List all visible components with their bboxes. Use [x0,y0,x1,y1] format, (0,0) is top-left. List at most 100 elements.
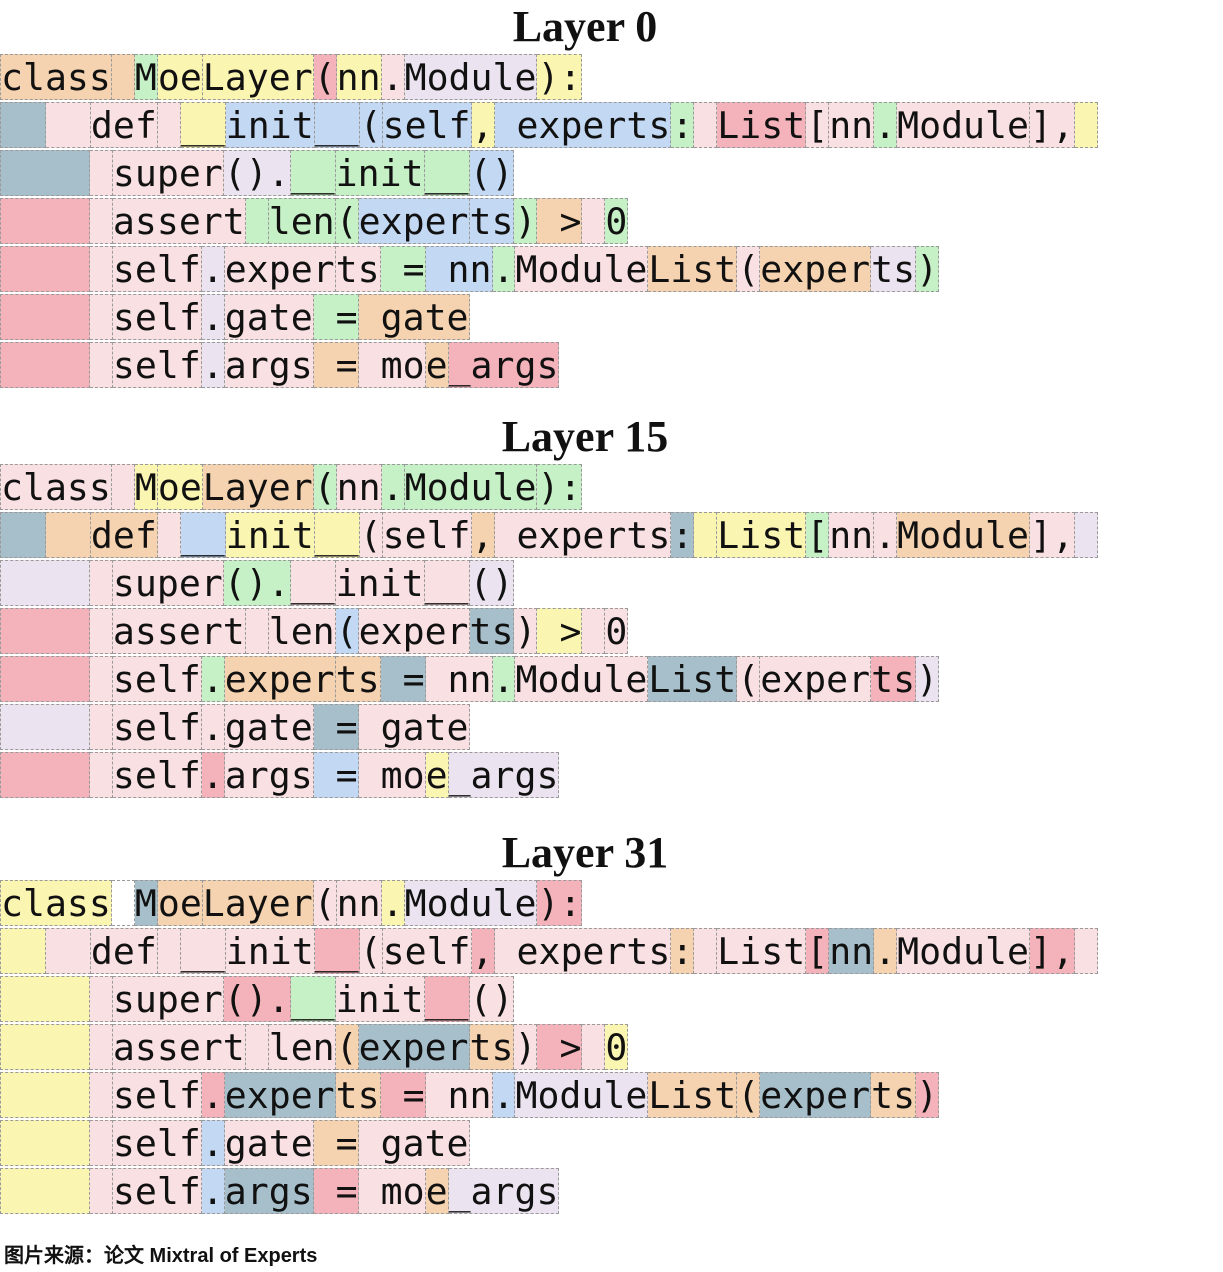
code-token: exper [224,246,336,292]
code-token: = [313,704,359,750]
code-token [45,102,91,148]
figure-caption: 图片来源：论文 Mixtral of Experts [4,1245,318,1267]
code-token: ts [335,656,381,702]
code-token: , [471,512,495,558]
code-token: Module [404,464,538,510]
code-token [1074,928,1098,974]
code-token: 0 [605,1024,629,1070]
code-token: ], [1029,512,1075,558]
code-token: init [225,512,315,558]
code-token: = [380,1072,426,1118]
code-token: , [471,102,495,148]
code-token [111,54,135,100]
code-token: . [201,1072,225,1118]
code-token [1074,102,1098,148]
layer-title: Layer 0 [512,2,658,51]
code-token: = [313,1120,359,1166]
code-token: Module [515,246,649,292]
code-token: __ [180,928,226,974]
code-token: __ [180,102,226,148]
code-token: Module [897,512,1030,558]
code-token: exper [224,656,336,702]
code-token: . [381,464,405,510]
code-token: ts [871,656,917,702]
code-token: nn [829,102,875,148]
code-token: . [201,752,225,798]
code-token: self [382,928,472,974]
code-token: len [268,198,336,244]
code-token: Module [897,928,1030,974]
code-token: args [224,752,314,798]
code-line: super().__init__() [0,150,515,196]
code-token [89,752,113,798]
code-token: . [201,1168,225,1214]
code-token: . [201,656,225,702]
code-token [89,1072,113,1118]
code-token [89,656,113,702]
code-token [89,198,113,244]
code-token: __ [424,560,470,606]
code-token: oe [157,880,203,926]
code-token: . [201,342,225,388]
code-token: (). [223,150,291,196]
layer-title: Layer 31 [501,828,669,877]
code-token: ts [469,198,515,244]
code-token: () [469,976,515,1022]
code-token: exper [358,608,470,654]
code-token: Module [404,54,538,100]
code-token: = [380,246,426,292]
code-token: super [112,150,224,196]
code-token: self [112,246,202,292]
code-token: nn [336,54,382,100]
code-token: exper [760,1072,872,1118]
code-token: gate [358,1120,470,1166]
code-token: = [313,752,359,798]
code-token [694,512,718,558]
code-token: ( [737,246,761,292]
code-token: Layer [202,464,314,510]
code-token: ) [916,246,940,292]
code-token: List [717,928,807,974]
code-token: 0 [605,198,629,244]
code-token: ts [469,608,515,654]
code-token: class [0,464,112,510]
code-token [0,1024,90,1070]
code-token: . [381,880,405,926]
code-token: experts [494,928,672,974]
code-token: Module [897,102,1030,148]
code-token: __ [290,976,336,1022]
code-token: (). [223,560,291,606]
code-token: super [112,560,224,606]
code-token: nn [336,880,382,926]
code-line: super().__init__() [0,560,515,606]
code-token: M [134,54,158,100]
code-token [0,608,90,654]
code-token: . [201,1120,225,1166]
code-token: > [537,1024,583,1070]
code-token: Layer [202,880,314,926]
code-token [89,1024,113,1070]
code-token: super [112,976,224,1022]
code-token: exper [358,198,470,244]
code-token [111,464,135,510]
code-token: mo [358,342,426,388]
code-token [694,928,718,974]
code-token: nn [829,512,875,558]
code-token: List [648,1072,738,1118]
code-token [157,928,181,974]
code-token [89,246,113,292]
code-token: . [201,294,225,340]
code-line: def __init__(self, experts: List[nn.Modu… [0,928,1098,974]
code-token [0,102,46,148]
code-token: __ [314,512,360,558]
code-token: = [313,1168,359,1214]
code-token: _args [448,342,560,388]
code-token: [ [806,928,830,974]
code-token: self [112,342,202,388]
code-token: len [268,608,336,654]
